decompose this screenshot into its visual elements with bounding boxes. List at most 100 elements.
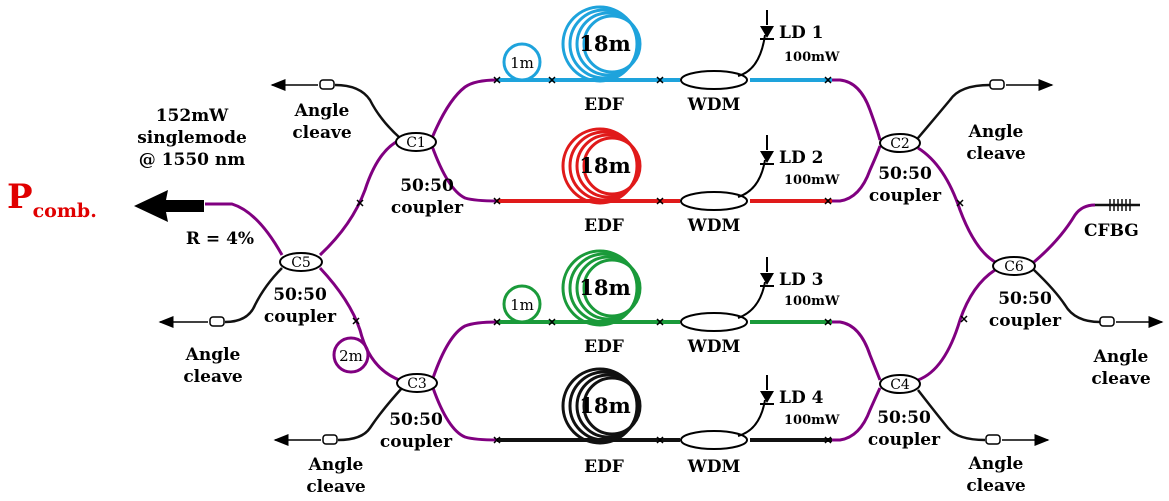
coupler-c4-label: C4 (890, 377, 910, 393)
edf-length-label: 18m (579, 393, 630, 418)
coupler-word: coupler (869, 186, 942, 206)
edf-label: EDF (584, 337, 624, 357)
fiber-c5-c3 (318, 266, 403, 383)
branch-3: 1m 18m EDF WDM LD 3 100mW (497, 249, 840, 357)
connector-icon (322, 434, 338, 445)
cfbg-label: CFBG (1084, 221, 1139, 241)
angle-cleave-line1: Angle (294, 101, 350, 121)
angle-cleave-line2: cleave (1091, 369, 1151, 389)
fiber-c3-b4 (431, 387, 498, 442)
coupler-c5: C5 (279, 252, 323, 272)
connector-icon (989, 79, 1005, 90)
angle-cleave-line1: Angle (968, 454, 1024, 474)
fiber-b1-c2 (832, 78, 882, 141)
coupler-word: coupler (380, 432, 453, 452)
wdm-label: WDM (687, 95, 741, 115)
coupler-ratio: 50:50 (877, 408, 931, 428)
coupler-ratio: 50:50 (389, 410, 443, 430)
cleave-fiber-c6 (1033, 269, 1101, 324)
cleave-fiber-c2 (917, 83, 991, 139)
pump-fiber-3 (737, 281, 766, 319)
connector-icon (1099, 316, 1115, 327)
fiber-b4-c4 (832, 387, 882, 442)
connector-icon (319, 79, 335, 90)
wdm-branch-2 (680, 191, 748, 211)
coupler-c3: C3 (396, 373, 438, 393)
output-power: 152mW (156, 106, 229, 126)
output-reflectivity: R = 4% (186, 229, 254, 249)
coupler-c6: C6 (992, 256, 1036, 276)
output-power-symbol: Pcomb. (7, 177, 97, 222)
wdm-label: WDM (687, 216, 741, 236)
laser-diode-2 (760, 135, 774, 165)
branch-2: 18m EDF WDM LD 2 100mW (497, 127, 840, 236)
angle-cleave-line1: Angle (1093, 347, 1149, 367)
angle-cleave-line1: Angle (968, 122, 1024, 142)
laser-name-3: LD 3 (779, 270, 823, 290)
coil-1m-branch-1: 1m (502, 42, 542, 82)
fiber-c3-b3 (431, 320, 498, 379)
coupler-ratio-labels: 50:50 coupler 50:50 coupler 50:50 couple… (264, 164, 1062, 452)
output-mode: singlemode (137, 128, 247, 148)
branch-4: 18m EDF WDM LD 4 100mW (497, 367, 840, 477)
coupler-c5-label: C5 (291, 255, 311, 271)
main-fiber-network (205, 78, 1096, 442)
edf-coil-branch-2: 18m (561, 127, 642, 205)
laser-power-4: 100mW (784, 413, 840, 428)
edf-label: EDF (584, 457, 624, 477)
fiber-b2-c2 (832, 145, 882, 203)
edf-coil-branch-1: 18m (561, 5, 642, 83)
coil-2m-label: 2m (339, 347, 363, 365)
coupler-ratio: 50:50 (878, 164, 932, 184)
coil-1m-label: 1m (510, 296, 534, 314)
angle-cleave-line1: Angle (185, 345, 241, 365)
cleave-fiber-c4 (917, 389, 986, 442)
edf-coil-branch-4: 18m (561, 367, 642, 445)
angle-cleave-line2: cleave (966, 476, 1026, 496)
wdm-label: WDM (687, 337, 741, 357)
fiber-c4-c6 (917, 268, 996, 382)
fiber-b3-c4 (832, 320, 882, 381)
angle-cleave-line2: cleave (966, 144, 1026, 164)
laser-name-4: LD 4 (779, 388, 824, 408)
edf-length-label: 18m (579, 31, 630, 56)
laser-power-2: 100mW (784, 173, 840, 188)
fiber-c5-c1 (318, 138, 401, 257)
wdm-label: WDM (687, 457, 741, 477)
laser-power-1: 100mW (784, 50, 840, 65)
coupler-c1: C1 (395, 132, 437, 152)
output-wavelength: @ 1550 nm (139, 150, 246, 170)
laser-diode-1 (760, 10, 774, 40)
coil-2m: 2m (332, 336, 370, 374)
wdm-branch-4 (680, 430, 748, 450)
cleave-arrows (158, 79, 1164, 446)
cleave-fiber-c1 (334, 83, 401, 139)
edf-label: EDF (584, 216, 624, 236)
wdm-branch-1 (680, 70, 748, 90)
angle-cleave-line2: cleave (306, 477, 366, 497)
output-arrow-icon (134, 190, 204, 222)
coupler-c1-label: C1 (406, 135, 426, 151)
output-fiber (205, 202, 284, 256)
angle-cleave-ports (224, 83, 1101, 442)
angle-cleave-line2: cleave (183, 367, 243, 387)
coupler-c2-label: C2 (890, 136, 910, 152)
coupler-c2: C2 (879, 133, 921, 153)
laser-name-2: LD 2 (779, 148, 823, 168)
coupler-ratio: 50:50 (273, 285, 327, 305)
edf-length-label: 18m (579, 275, 630, 300)
cleave-connectors (209, 79, 1115, 445)
connector-icon (209, 316, 225, 327)
cleave-fiber-c5 (224, 267, 283, 324)
splice-markers (352, 76, 968, 444)
edf-coil-branch-3: 18m (561, 249, 642, 327)
coupler-c3-label: C3 (407, 376, 427, 392)
branch-1: 1m 18m EDF WDM LD 1 100mW (497, 5, 840, 115)
pump-fiber-2 (737, 159, 766, 198)
laser-diode-3 (760, 257, 774, 287)
edf-label: EDF (584, 95, 624, 115)
cleave-fiber-c3 (337, 387, 403, 442)
laser-name-1: LD 1 (779, 23, 823, 43)
pump-fiber-4 (737, 399, 766, 437)
